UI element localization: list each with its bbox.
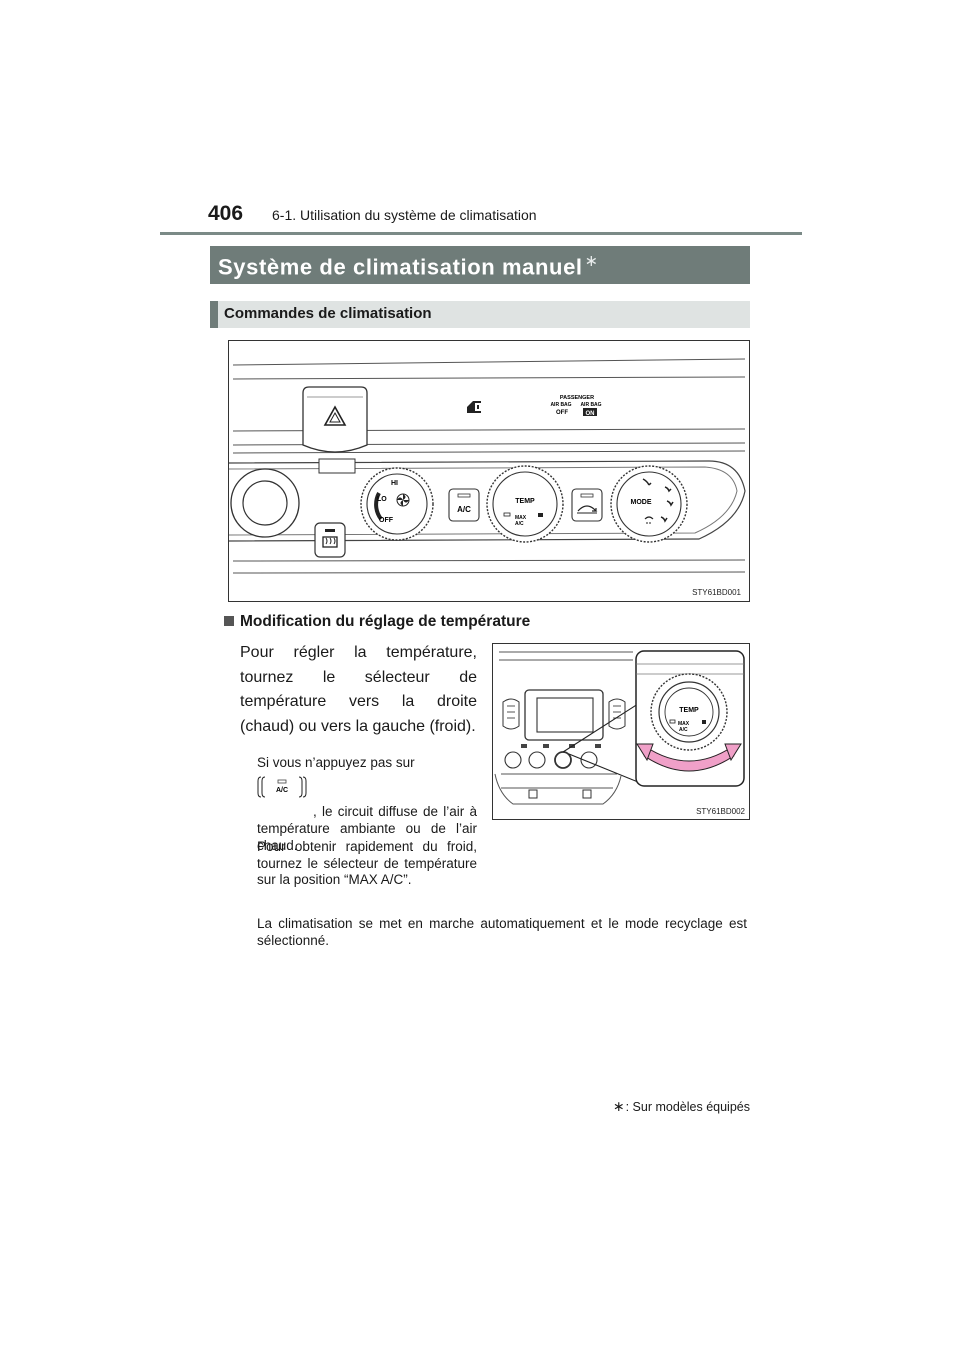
mode-dial-label: MODE <box>631 499 652 506</box>
section-heading-text: Modification du réglage de température <box>240 613 531 630</box>
section-title-text: Système de climatisation manuel <box>218 254 583 280</box>
fan-speed-dial: HI LO OFF <box>360 467 434 541</box>
note-max-ac: Pour obtenir rapidement du froid, tourne… <box>257 839 477 887</box>
airbag-on-label: ON <box>586 411 595 417</box>
fan-off-label: OFF <box>379 517 394 524</box>
note-recirculation: La climatisation se met en marche automa… <box>257 916 747 948</box>
title-footnote-marker: ∗ <box>584 253 599 270</box>
temperature-dial-illustration: TEMP MAX A/C STY61BD002 <box>494 650 746 816</box>
temperature-dial-figure: TEMP MAX A/C STY61BD002 <box>492 643 750 820</box>
fan-lo-label: LO <box>377 496 387 503</box>
ac-button-label: A/C <box>457 505 471 514</box>
temperature-dial: TEMP MAX A/C <box>486 465 564 543</box>
climate-panel-illustration: PASSENGER AIR BAG AIR BAG OFF ON HI LO O… <box>228 358 746 597</box>
airbag-off-label: OFF <box>556 410 568 416</box>
note-ac-continued: , le circuit diffuse de l’air à températ… <box>257 804 477 853</box>
footnote-marker: ∗ <box>612 1098 625 1114</box>
recirculation-button <box>571 488 603 522</box>
figure1-code: STY61BD001 <box>692 588 741 597</box>
audio-knob <box>230 468 300 538</box>
section-title: Système de climatisation manuel∗ <box>218 251 599 280</box>
passenger-label: PASSENGER <box>560 395 594 401</box>
rear-defogger-button <box>314 522 346 558</box>
square-bullet-icon <box>224 616 234 626</box>
ac-button: A/C <box>448 488 480 522</box>
rotation-arrow <box>643 747 735 771</box>
temp-max-label: MAX <box>515 515 527 521</box>
footnote-text: : Sur modèles équipés <box>625 1100 750 1114</box>
airbag-right-label: AIR BAG <box>580 402 601 408</box>
subsection-bar <box>210 301 750 328</box>
section-title-bar <box>210 246 750 284</box>
footnote: ∗: Sur modèles équipés <box>613 1098 750 1115</box>
airbag-left-label: AIR BAG <box>550 402 571 408</box>
hazard-button <box>302 386 368 474</box>
instruction-paragraph: Pour régler la température, tournez le s… <box>240 644 477 735</box>
chapter-title: 6-1. Utilisation du système de climatisa… <box>272 207 537 223</box>
section-heading: Modification du réglage de température <box>224 613 530 631</box>
fig2-ac-label: A/C <box>679 727 688 733</box>
fig2-max-label: MAX <box>678 721 690 727</box>
passenger-airbag-indicator: PASSENGER AIR BAG AIR BAG OFF ON <box>550 395 601 417</box>
temp-dial-label: TEMP <box>515 498 535 505</box>
fig2-temp-label: TEMP <box>679 707 699 714</box>
subsection-title: Commandes de climatisation <box>224 305 432 322</box>
seatbelt-lock-icon <box>467 401 481 413</box>
ac-button-icon: A/C <box>257 776 307 798</box>
note-ac-intro: Si vous n’appuyez pas sur <box>257 755 415 770</box>
header-rule <box>160 232 802 235</box>
ac-icon-label: A/C <box>276 787 288 794</box>
temp-max-ac-label: A/C <box>515 521 524 527</box>
figure2-code: STY61BD002 <box>696 807 745 816</box>
climate-controls-figure: PASSENGER AIR BAG AIR BAG OFF ON HI LO O… <box>228 340 750 602</box>
fan-hi-label: HI <box>391 480 398 487</box>
mode-dial: MODE <box>610 465 688 543</box>
page-number: 406 <box>208 202 244 225</box>
